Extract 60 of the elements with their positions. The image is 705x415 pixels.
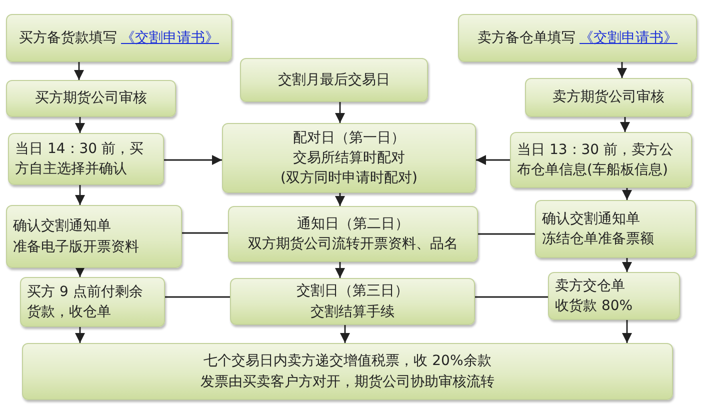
form-link: 《交割申请书》 <box>121 28 219 48</box>
step-text: 买方备货款填写 <box>19 28 117 48</box>
arrow <box>335 262 345 278</box>
step-text: 买方期货公司审核 <box>35 89 147 108</box>
arrow <box>75 117 85 133</box>
arrow <box>622 188 632 200</box>
step-text: 冻结仓单准备票额 <box>542 230 654 249</box>
arrow <box>340 325 350 343</box>
arrow <box>75 185 85 205</box>
step-text: 交割结算手续 <box>310 302 394 322</box>
process-box <box>458 14 697 62</box>
connector-line <box>182 232 228 234</box>
step-text: 七个交易日内卖方递交增值税票，收 20%余款 <box>204 352 492 372</box>
process-box <box>6 80 176 117</box>
step-text: 卖方交仓单 <box>555 276 625 296</box>
step-text: (双方同时申请时配对) <box>280 169 418 188</box>
process-box <box>8 133 164 185</box>
process-box <box>525 78 692 117</box>
arrow <box>164 155 222 165</box>
step-text: 交易所结算时配对 <box>293 148 405 168</box>
step-text: 确认交割通知单 <box>13 217 111 236</box>
connector-line <box>478 233 535 235</box>
arrow <box>476 155 510 165</box>
step-text: 卖方期货公司审核 <box>552 88 664 108</box>
arrow <box>617 62 627 78</box>
step-text: 卖方备仓单填写 <box>478 28 576 48</box>
form-link: 《交割申请书》 <box>580 28 678 48</box>
step-text: 发票由买卖客户方对开，期货公司协助审核流转 <box>200 372 494 392</box>
process-box <box>230 278 475 325</box>
arrow <box>74 62 84 80</box>
step-text: 收货款 80% <box>555 297 633 316</box>
arrow <box>75 267 85 277</box>
step-text: 通知日（第二日） <box>297 214 409 234</box>
step-text: 交割日（第三日） <box>296 282 408 302</box>
process-box <box>22 343 673 400</box>
arrow <box>620 117 630 132</box>
process-box <box>228 206 478 262</box>
process-box <box>240 58 428 102</box>
step-text: 准备电子版开票资料 <box>13 238 139 256</box>
step-text: 交割月最后交易日 <box>278 70 390 90</box>
step-text: 当日 13：30 前，卖方公布仓单信息(车船板信息) <box>517 140 675 180</box>
step-text: 配对日（第一日） <box>293 128 405 148</box>
arrow <box>622 320 632 343</box>
step-text: 双方期货公司流转开票资料、品名 <box>248 235 458 254</box>
arrow <box>622 258 632 272</box>
step-text: 买方 9 点前付剩余货款，收仓单 <box>27 282 144 322</box>
connector-line <box>475 296 548 298</box>
process-box <box>6 205 182 268</box>
process-box <box>222 123 476 193</box>
step-text: 确认交割通知单 <box>542 210 640 229</box>
process-box <box>548 272 680 320</box>
arrow <box>75 327 85 343</box>
process-box <box>535 200 696 258</box>
process-box <box>510 132 692 188</box>
arrow <box>335 193 345 206</box>
connector-line <box>165 296 230 298</box>
arrow <box>335 102 345 123</box>
step-text: 当日 14：30 前，买方自主选择并确认 <box>15 140 145 179</box>
process-box <box>20 277 165 327</box>
process-box <box>6 14 232 62</box>
